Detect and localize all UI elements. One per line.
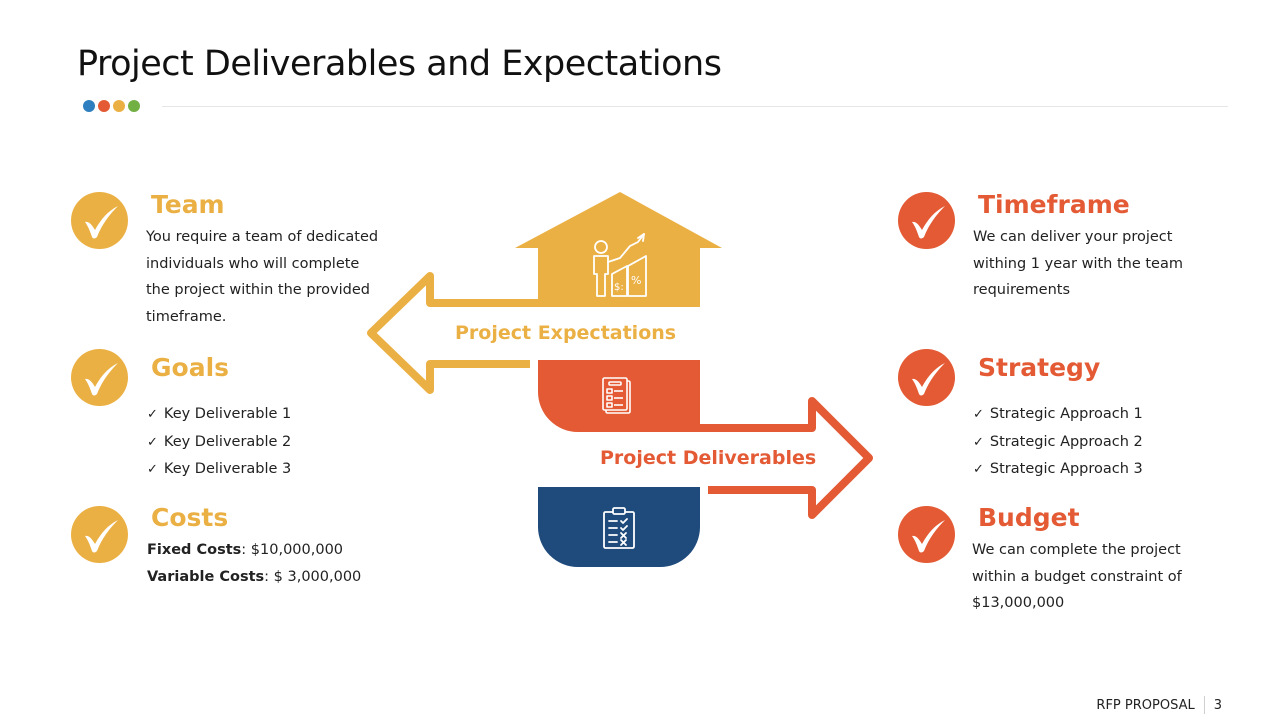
team-line: the project within the provided xyxy=(146,282,370,298)
strategy-item: Strategic Approach 2 xyxy=(973,429,1143,457)
team-description: You require a team of dedicated individu… xyxy=(146,224,378,330)
deliverables-blue-block xyxy=(538,487,700,567)
fixed-costs-value: : $10,000,000 xyxy=(241,542,344,558)
team-check-icon xyxy=(71,192,128,249)
costs-check-icon xyxy=(71,506,128,563)
budget-line: We can complete the project xyxy=(972,542,1181,558)
costs-details: Fixed Costs: $10,000,000 Variable Costs:… xyxy=(147,537,361,590)
accent-dot-yellow xyxy=(113,100,125,112)
fixed-costs-label: Fixed Costs xyxy=(147,542,242,558)
variable-costs-row: Variable Costs: $ 3,000,000 xyxy=(147,564,361,591)
team-line: timeframe. xyxy=(146,308,227,325)
timeframe-line: requirements xyxy=(973,282,1071,298)
accent-dot-green xyxy=(128,100,140,112)
accent-dot-orange xyxy=(98,100,110,112)
strategy-item: Strategic Approach 3 xyxy=(973,456,1143,484)
title-accent-dots xyxy=(83,100,140,112)
growth-chart-presenter-icon: $: % xyxy=(593,233,647,297)
goals-item: Key Deliverable 2 xyxy=(147,429,291,457)
goals-item: Key Deliverable 3 xyxy=(147,456,291,484)
expectations-label: Project Expectations xyxy=(455,322,677,344)
budget-line: $13,000,000 xyxy=(972,595,1065,611)
timeframe-line: withing 1 year with the team xyxy=(973,255,1183,272)
team-line: individuals who will complete xyxy=(146,255,360,272)
variable-costs-label: Variable Costs xyxy=(147,568,265,585)
clipboard-checklist-icon xyxy=(603,507,635,549)
goals-check-icon xyxy=(71,349,128,406)
strategy-check-icon xyxy=(898,349,955,406)
expectations-arrow xyxy=(367,272,538,394)
slide-footer: RFP PROPOSAL 3 xyxy=(1096,696,1222,714)
strategy-heading: Strategy xyxy=(978,353,1101,382)
goals-list: Key Deliverable 1 Key Deliverable 2 Key … xyxy=(147,401,291,484)
budget-description: We can complete the project within a bud… xyxy=(972,537,1182,617)
deliverables-label: Project Deliverables xyxy=(600,447,817,469)
footer-separator xyxy=(1203,696,1205,714)
page-title: Project Deliverables and Expectations xyxy=(77,44,722,84)
accent-dot-blue xyxy=(83,100,95,112)
fixed-costs-row: Fixed Costs: $10,000,000 xyxy=(147,537,361,564)
timeframe-check-icon xyxy=(898,192,955,249)
strategy-list: Strategic Approach 1 Strategic Approach … xyxy=(973,401,1143,484)
svg-text:$:: $: xyxy=(614,282,624,293)
timeframe-description: We can deliver your project withing 1 ye… xyxy=(973,224,1183,304)
expectations-house-shape xyxy=(515,192,722,307)
svg-text:%: % xyxy=(631,274,641,287)
team-heading: Team xyxy=(151,190,225,219)
budget-check-icon xyxy=(898,506,955,563)
page-number: 3 xyxy=(1213,697,1222,713)
timeframe-line: We can deliver your project xyxy=(973,229,1173,245)
team-line: You require a team of dedicated xyxy=(146,229,379,245)
document-checklist-icon xyxy=(602,377,631,414)
deliverables-arrow xyxy=(700,397,873,519)
strategy-item: Strategic Approach 1 xyxy=(973,401,1143,429)
timeframe-heading: Timeframe xyxy=(978,190,1130,219)
footer-label: RFP PROPOSAL xyxy=(1096,697,1195,713)
title-divider xyxy=(162,106,1228,107)
costs-heading: Costs xyxy=(151,503,229,532)
budget-line: within a budget constraint of xyxy=(972,568,1182,585)
budget-heading: Budget xyxy=(978,503,1080,532)
variable-costs-value: : $ 3,000,000 xyxy=(264,568,362,585)
goals-heading: Goals xyxy=(151,353,230,382)
goals-item: Key Deliverable 1 xyxy=(147,401,291,429)
